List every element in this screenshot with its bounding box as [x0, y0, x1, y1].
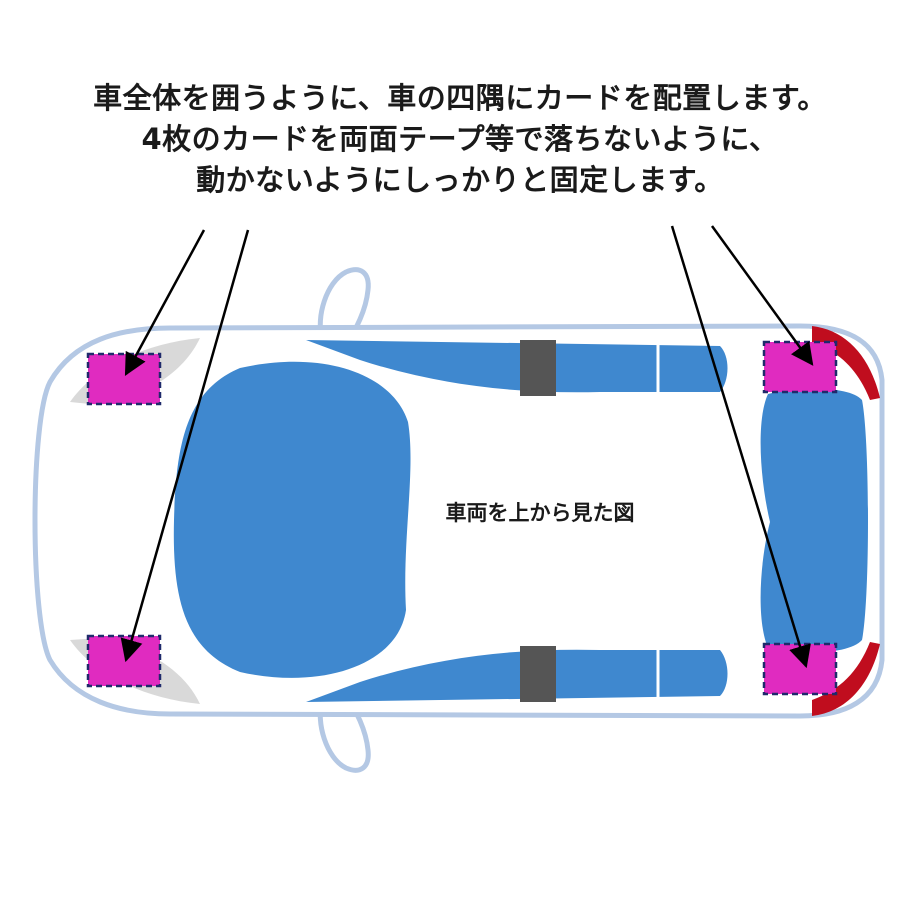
car-label: 車両を上から見た図 — [446, 501, 635, 525]
arrow-to-card-rear-right — [670, 225, 811, 669]
arrow-to-card-front-right — [120, 229, 250, 663]
side-windows-bottom — [306, 649, 728, 702]
card-front-right — [86, 634, 162, 688]
instruction-line-1: 車全体を囲うように、車の四隅にカードを配置します。 — [93, 81, 827, 115]
arrow-to-card-rear-left — [710, 225, 814, 366]
card-rear-right — [762, 642, 838, 696]
tail-light-bottom — [812, 642, 880, 716]
instructions: 車全体を囲うように、車の四隅にカードを配置します。 4枚のカードを両面テープ等で… — [0, 78, 920, 201]
instruction-line-3: 動かないようにしっかりと固定します。 — [196, 163, 724, 197]
instruction-line-2: 4枚のカードを両面テープ等で落ちないように、 — [141, 122, 779, 156]
side-windows-top — [306, 340, 728, 393]
b-pillar-top — [520, 340, 556, 396]
card-front-left — [86, 352, 162, 406]
arrow-to-card-front-left — [124, 229, 206, 376]
rear-window — [760, 388, 868, 653]
windshield — [173, 361, 411, 678]
b-pillar-bottom — [520, 646, 556, 702]
